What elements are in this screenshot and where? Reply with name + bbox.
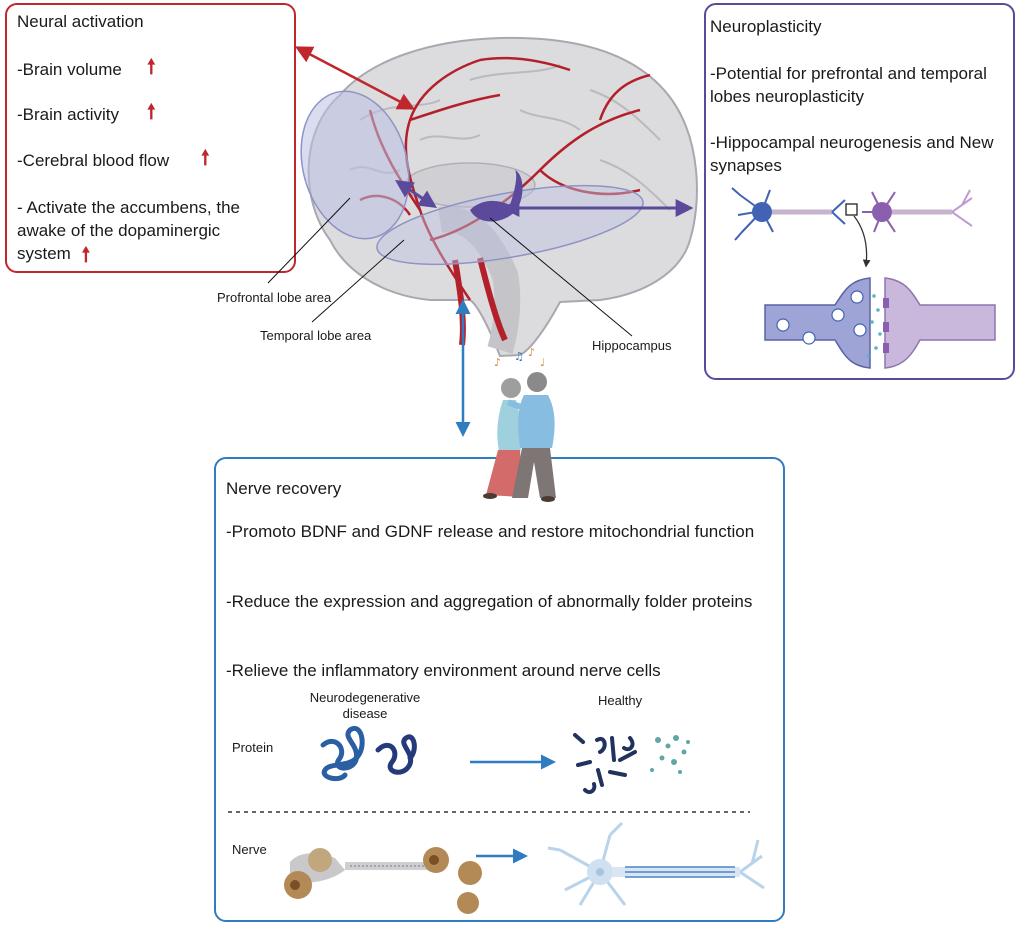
increase-arrow-icon: 🠕	[201, 147, 210, 169]
svg-text:♫: ♫	[514, 350, 524, 363]
prefrontal-lobe-label: Profrontal lobe area	[217, 290, 332, 305]
neural-activation-arrow	[294, 46, 416, 110]
hippocampal-neurogenesis-item: -Hippocampal neurogenesis and New synaps…	[710, 133, 994, 175]
brain-activity-item: -Brain activity	[17, 105, 120, 124]
increase-arrow-icon: 🠕	[81, 244, 91, 266]
accumbens-item: - Activate the accumbens, the awake of t…	[17, 196, 277, 265]
protein-aggregation-item: -Reduce the expression and aggregation o…	[226, 592, 753, 611]
accumbens-text: - Activate the accumbens, the awake of t…	[17, 198, 241, 263]
prefrontal-temporal-item: -Potential for prefrontal and temporal l…	[710, 64, 987, 106]
svg-text:♩: ♩	[540, 356, 545, 369]
neural-activation-box	[5, 3, 296, 273]
neuroplasticity-title: Neuroplasticity	[710, 17, 822, 36]
bdnf-gdnf-item: -Promoto BDNF and GDNF release and resto…	[226, 522, 755, 541]
nerve-recovery-title: Nerve recovery	[226, 479, 342, 498]
svg-text:♪: ♪	[494, 356, 501, 369]
cerebral-blood-flow-item: -Cerebral blood flow	[17, 151, 170, 170]
protein-row-label: Protein	[232, 740, 274, 755]
hippocampus-label: Hippocampus	[592, 338, 672, 353]
healthy-label: Healthy	[598, 693, 643, 708]
neurodegenerative-disease-label: Neurodegenerative disease	[309, 690, 421, 721]
brain-volume-item: -Brain volume	[17, 60, 122, 79]
brain-icon	[300, 36, 698, 358]
nerve-row-label: Nerve	[232, 842, 267, 857]
svg-text:♪: ♪	[528, 346, 535, 359]
temporal-lobe-label: Temporal lobe area	[260, 328, 372, 343]
inflammation-item: -Relieve the inflammatory environment ar…	[226, 661, 661, 680]
neuroplasticity-box	[704, 3, 1015, 380]
neural-activation-title: Neural activation	[17, 12, 144, 31]
increase-arrow-icon: 🠕	[147, 56, 156, 78]
nerve-recovery-box	[214, 457, 785, 922]
increase-arrow-icon: 🠕	[147, 101, 156, 123]
music-note-icon: ♪ ♫ ♪ ♩	[494, 346, 545, 369]
